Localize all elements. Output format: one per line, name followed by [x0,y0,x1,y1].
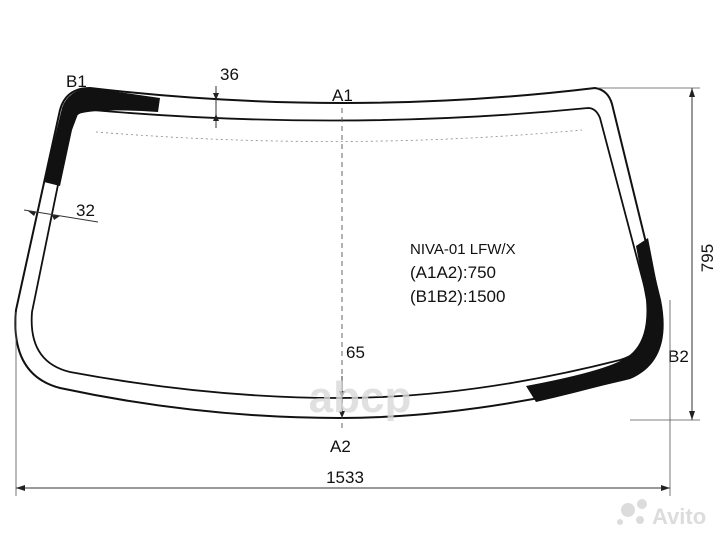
side-band-arrow-1 [28,211,36,216]
top-band-arrow-2 [213,114,219,121]
bottom-band-dim-label: 65 [346,343,365,362]
height-arrow-bottom [689,411,695,420]
windshield-inner-edge [30,107,651,399]
center-watermark: аbcp [309,373,412,422]
spec-a1a2: (A1A2):750 [410,263,496,282]
point-label-a2: A2 [330,437,351,456]
side-band-arrow-2 [52,215,60,220]
point-label-b2: B2 [668,347,689,366]
avito-logo-text: Avito [652,504,706,529]
spec-model: NIVA-01 LFW/X [410,241,516,258]
side-band-dim-label: 32 [76,201,95,220]
width-dim-label: 1533 [326,468,364,487]
point-label-a1: A1 [332,86,353,105]
bottom-band-arrow-1 [339,391,345,398]
frit-band-right [526,238,663,402]
side-band-dim-line [23,209,99,223]
avito-logo: Avito [617,499,706,529]
width-arrow-left [16,485,25,491]
height-arrow-top [689,88,695,97]
spec-b1b2: (B1B2):1500 [410,287,505,306]
height-dim-label: 795 [698,244,717,272]
bottom-band-arrow-2 [339,411,345,418]
top-band-arrow-1 [213,93,219,100]
windshield-outer-edge [14,86,664,420]
vision-area-line [95,129,583,142]
frit-band-top-left [44,88,160,186]
width-arrow-right [661,485,670,491]
top-band-dim-label: 36 [220,65,239,84]
point-label-b1: B1 [66,72,87,91]
